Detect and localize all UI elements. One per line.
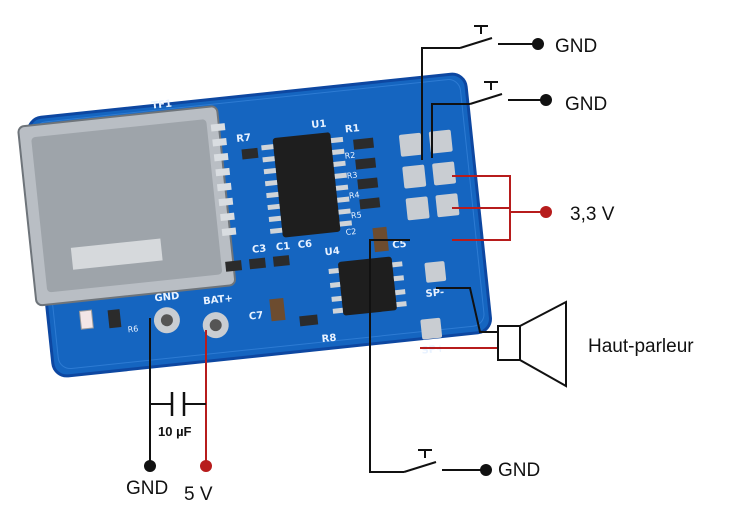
label-5v-power: 5 V bbox=[184, 484, 213, 505]
silk-c2: C2 bbox=[345, 227, 357, 237]
label-gnd-button-3: GND bbox=[498, 460, 540, 481]
capacitor-label: 10 µF bbox=[158, 424, 192, 439]
silk-r6: R6 bbox=[127, 324, 139, 334]
speaker-pads: SP- SP+ bbox=[420, 261, 447, 357]
silk-r2: R2 bbox=[344, 151, 356, 161]
tf-card-socket: TF1 bbox=[17, 99, 237, 307]
silk-r8: R8 bbox=[321, 333, 337, 345]
silk-c6: C6 bbox=[297, 239, 312, 251]
silk-r7: R7 bbox=[236, 132, 252, 144]
silk-tf1: TF1 bbox=[151, 99, 173, 112]
wiring bbox=[149, 25, 542, 473]
power-pads: GND BAT+ bbox=[153, 291, 234, 339]
silk-r1: R1 bbox=[344, 123, 360, 135]
label-speaker: Haut-parleur bbox=[588, 336, 694, 357]
push-button-icon bbox=[403, 461, 437, 473]
silk-u1: U1 bbox=[311, 119, 327, 132]
chip-u4 bbox=[338, 256, 397, 316]
silk-r5: R5 bbox=[351, 210, 363, 220]
chip-u1: U1 bbox=[261, 119, 353, 238]
label-gnd-button-2: GND bbox=[565, 94, 607, 115]
pcb-board: TF1 U1 R1 R7 R2 bbox=[17, 72, 492, 378]
silk-c7: C7 bbox=[248, 310, 263, 322]
silk-bat: BAT+ bbox=[203, 293, 234, 307]
label-gnd-power: GND bbox=[126, 478, 168, 499]
capacitor-icon bbox=[170, 392, 186, 416]
push-button-icon bbox=[469, 93, 503, 105]
lower-components: C5 C3 C1 C6 U4 C7 R8 R6 bbox=[78, 226, 407, 345]
pad-grid bbox=[399, 129, 460, 221]
silk-u4: U4 bbox=[324, 246, 340, 259]
silk-c5: C5 bbox=[392, 239, 407, 251]
silk-sp-minus: SP- bbox=[425, 287, 445, 300]
silk-r3: R3 bbox=[346, 171, 358, 181]
silk-sp-plus: SP+ bbox=[421, 343, 445, 356]
silk-c1: C1 bbox=[275, 241, 290, 253]
silk-gnd: GND bbox=[154, 291, 180, 305]
label-gnd-button-1: GND bbox=[555, 36, 597, 57]
silk-c3: C3 bbox=[252, 243, 267, 255]
terminal-dots bbox=[144, 38, 552, 476]
label-vcc-33: 3,3 V bbox=[570, 204, 615, 225]
speaker-icon bbox=[497, 300, 567, 388]
push-button-icon bbox=[459, 37, 493, 49]
resistor-array: R1 R7 R2 R3 R4 R5 C2 bbox=[236, 123, 381, 237]
silk-r4: R4 bbox=[348, 190, 360, 200]
